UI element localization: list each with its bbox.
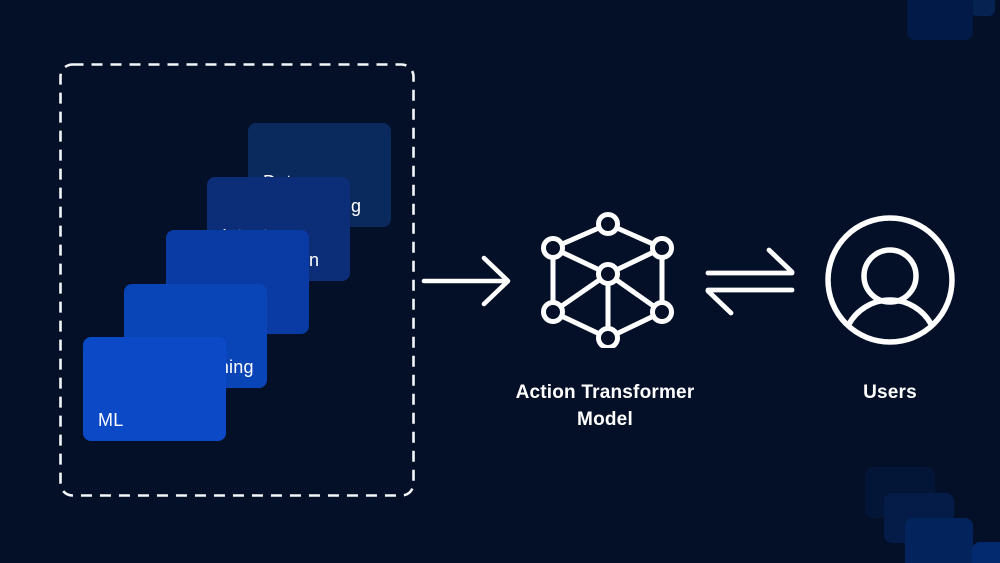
dashed-border bbox=[59, 63, 415, 497]
arrow-right-icon bbox=[421, 255, 511, 307]
model-caption-line2: Model bbox=[577, 409, 633, 430]
pipeline-dashed-panel bbox=[59, 63, 415, 497]
double-harpoon-exchange-icon bbox=[705, 247, 795, 316]
stack-box-ml: ML bbox=[83, 337, 226, 441]
users-caption: Users bbox=[820, 379, 960, 406]
users-caption-label: Users bbox=[863, 382, 917, 403]
cube-network-icon bbox=[541, 212, 674, 348]
stack-box-label: ML bbox=[98, 410, 124, 430]
decor-rect-top-right-large bbox=[907, 0, 973, 40]
decor-rect-bottom-right-3 bbox=[905, 518, 973, 563]
model-caption: Action Transformer Model bbox=[470, 379, 740, 433]
decor-rect-bottom-right-4 bbox=[972, 542, 1000, 563]
decor-rect-top-right-small bbox=[971, 0, 995, 16]
model-caption-line1: Action Transformer bbox=[515, 382, 695, 403]
user-avatar-icon bbox=[825, 215, 955, 345]
